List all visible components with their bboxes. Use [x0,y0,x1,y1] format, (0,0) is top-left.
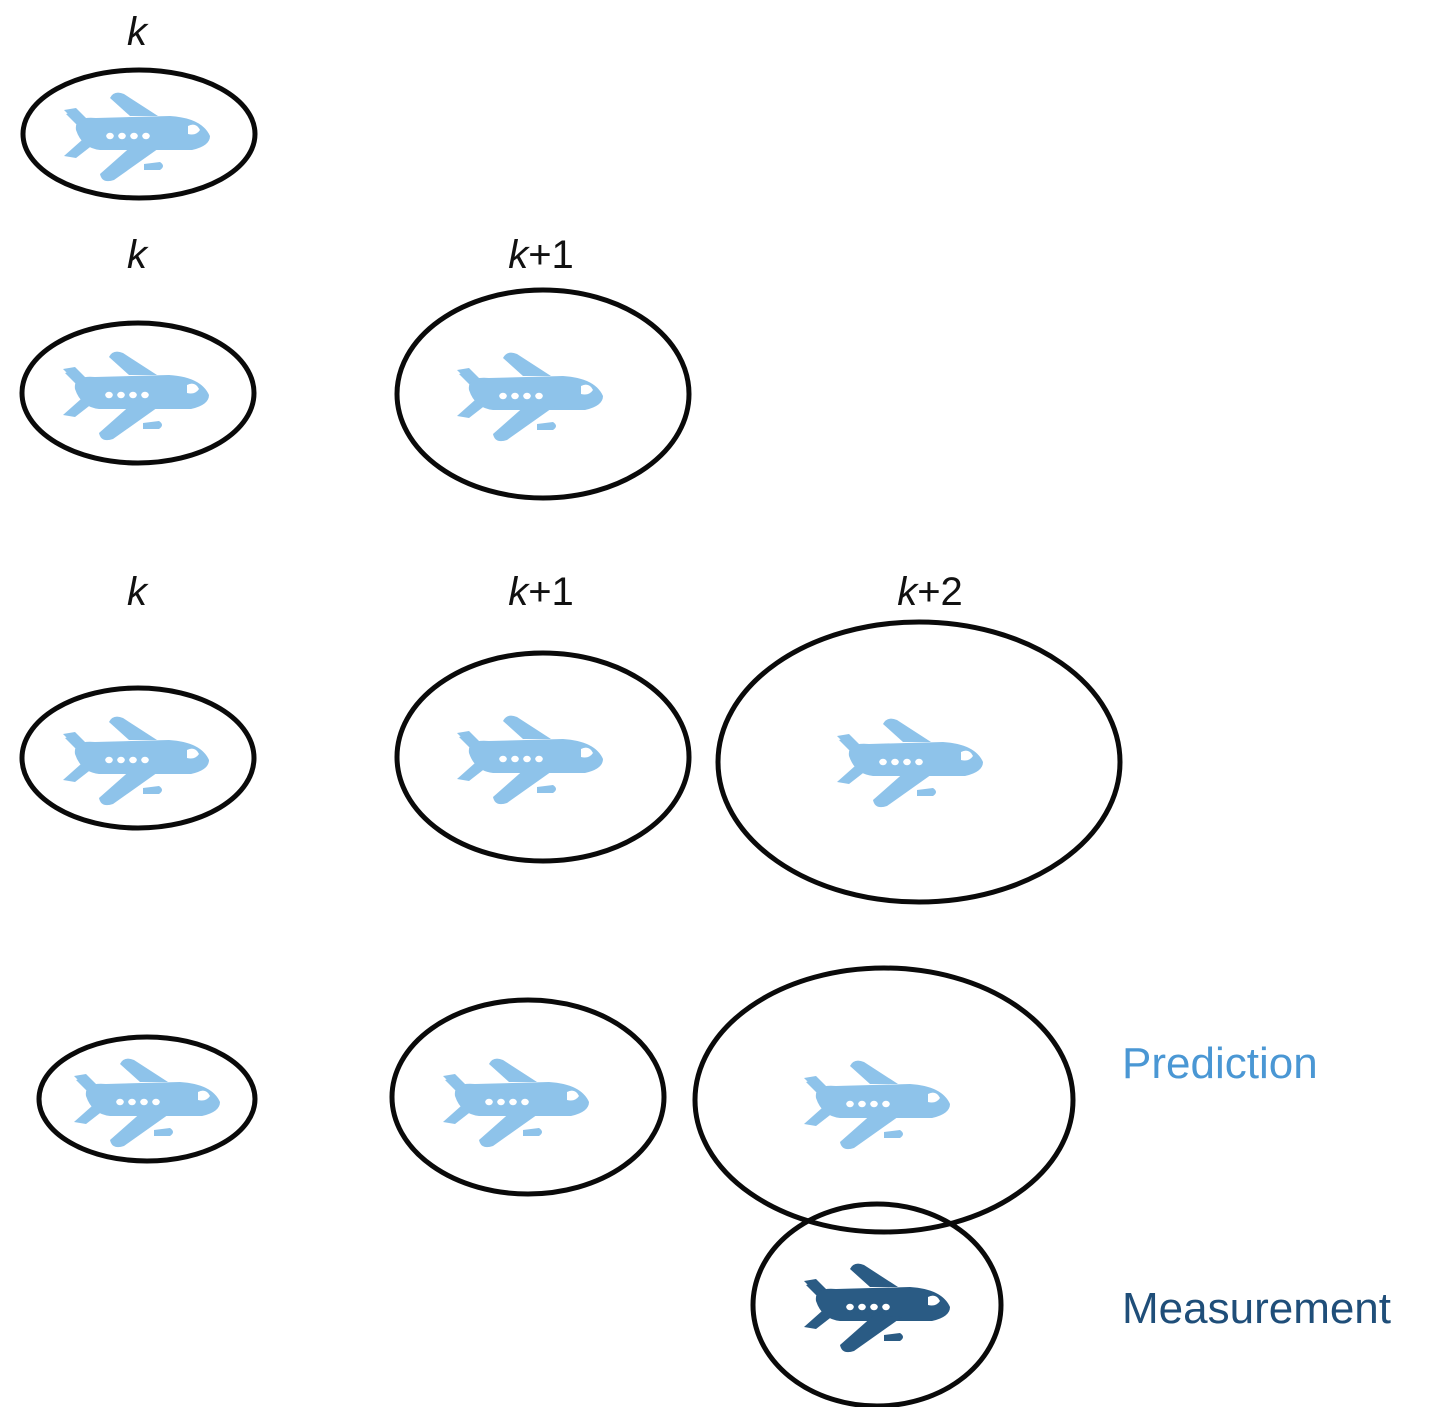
airplane-icon [837,718,983,808]
uncertainty-ellipse [19,320,257,466]
uncertainty-ellipse [36,1034,258,1164]
prediction-label: Prediction [1122,1039,1318,1088]
airplane-icon [457,352,603,442]
uncertainty-ellipse [20,67,258,201]
airplane-icon [804,1060,950,1150]
row-4 [36,965,1076,1407]
airplane-icon [63,351,210,441]
measurement-ellipse [750,1201,1004,1407]
row-2: k k+1 [19,233,692,501]
uncertainty-ellipse [19,685,257,831]
prediction-ellipse [692,965,1076,1235]
row-3-label-1: k [127,570,149,614]
measurement-label: Measurement [1122,1284,1391,1333]
airplane-icon [63,716,210,806]
uncertainty-ellipse [394,287,692,501]
airplane-icon [443,1058,589,1148]
row-1: k [20,10,258,201]
uncertainty-ellipse [715,619,1123,905]
airplane-icon [64,92,211,182]
uncertainty-ellipse [389,997,667,1197]
row-2-label-1: k [127,233,149,277]
airplane-icon [804,1263,950,1353]
row-3-label-3: k+2 [897,570,963,614]
airplane-icon [457,715,603,805]
airplane-icon [74,1058,221,1148]
row-1-label-1: k [127,10,149,54]
row-3: k k+1 k+2 [19,570,1123,905]
row-3-label-2: k+1 [508,570,574,614]
row-2-label-2: k+1 [508,233,574,277]
uncertainty-ellipse [394,650,692,864]
